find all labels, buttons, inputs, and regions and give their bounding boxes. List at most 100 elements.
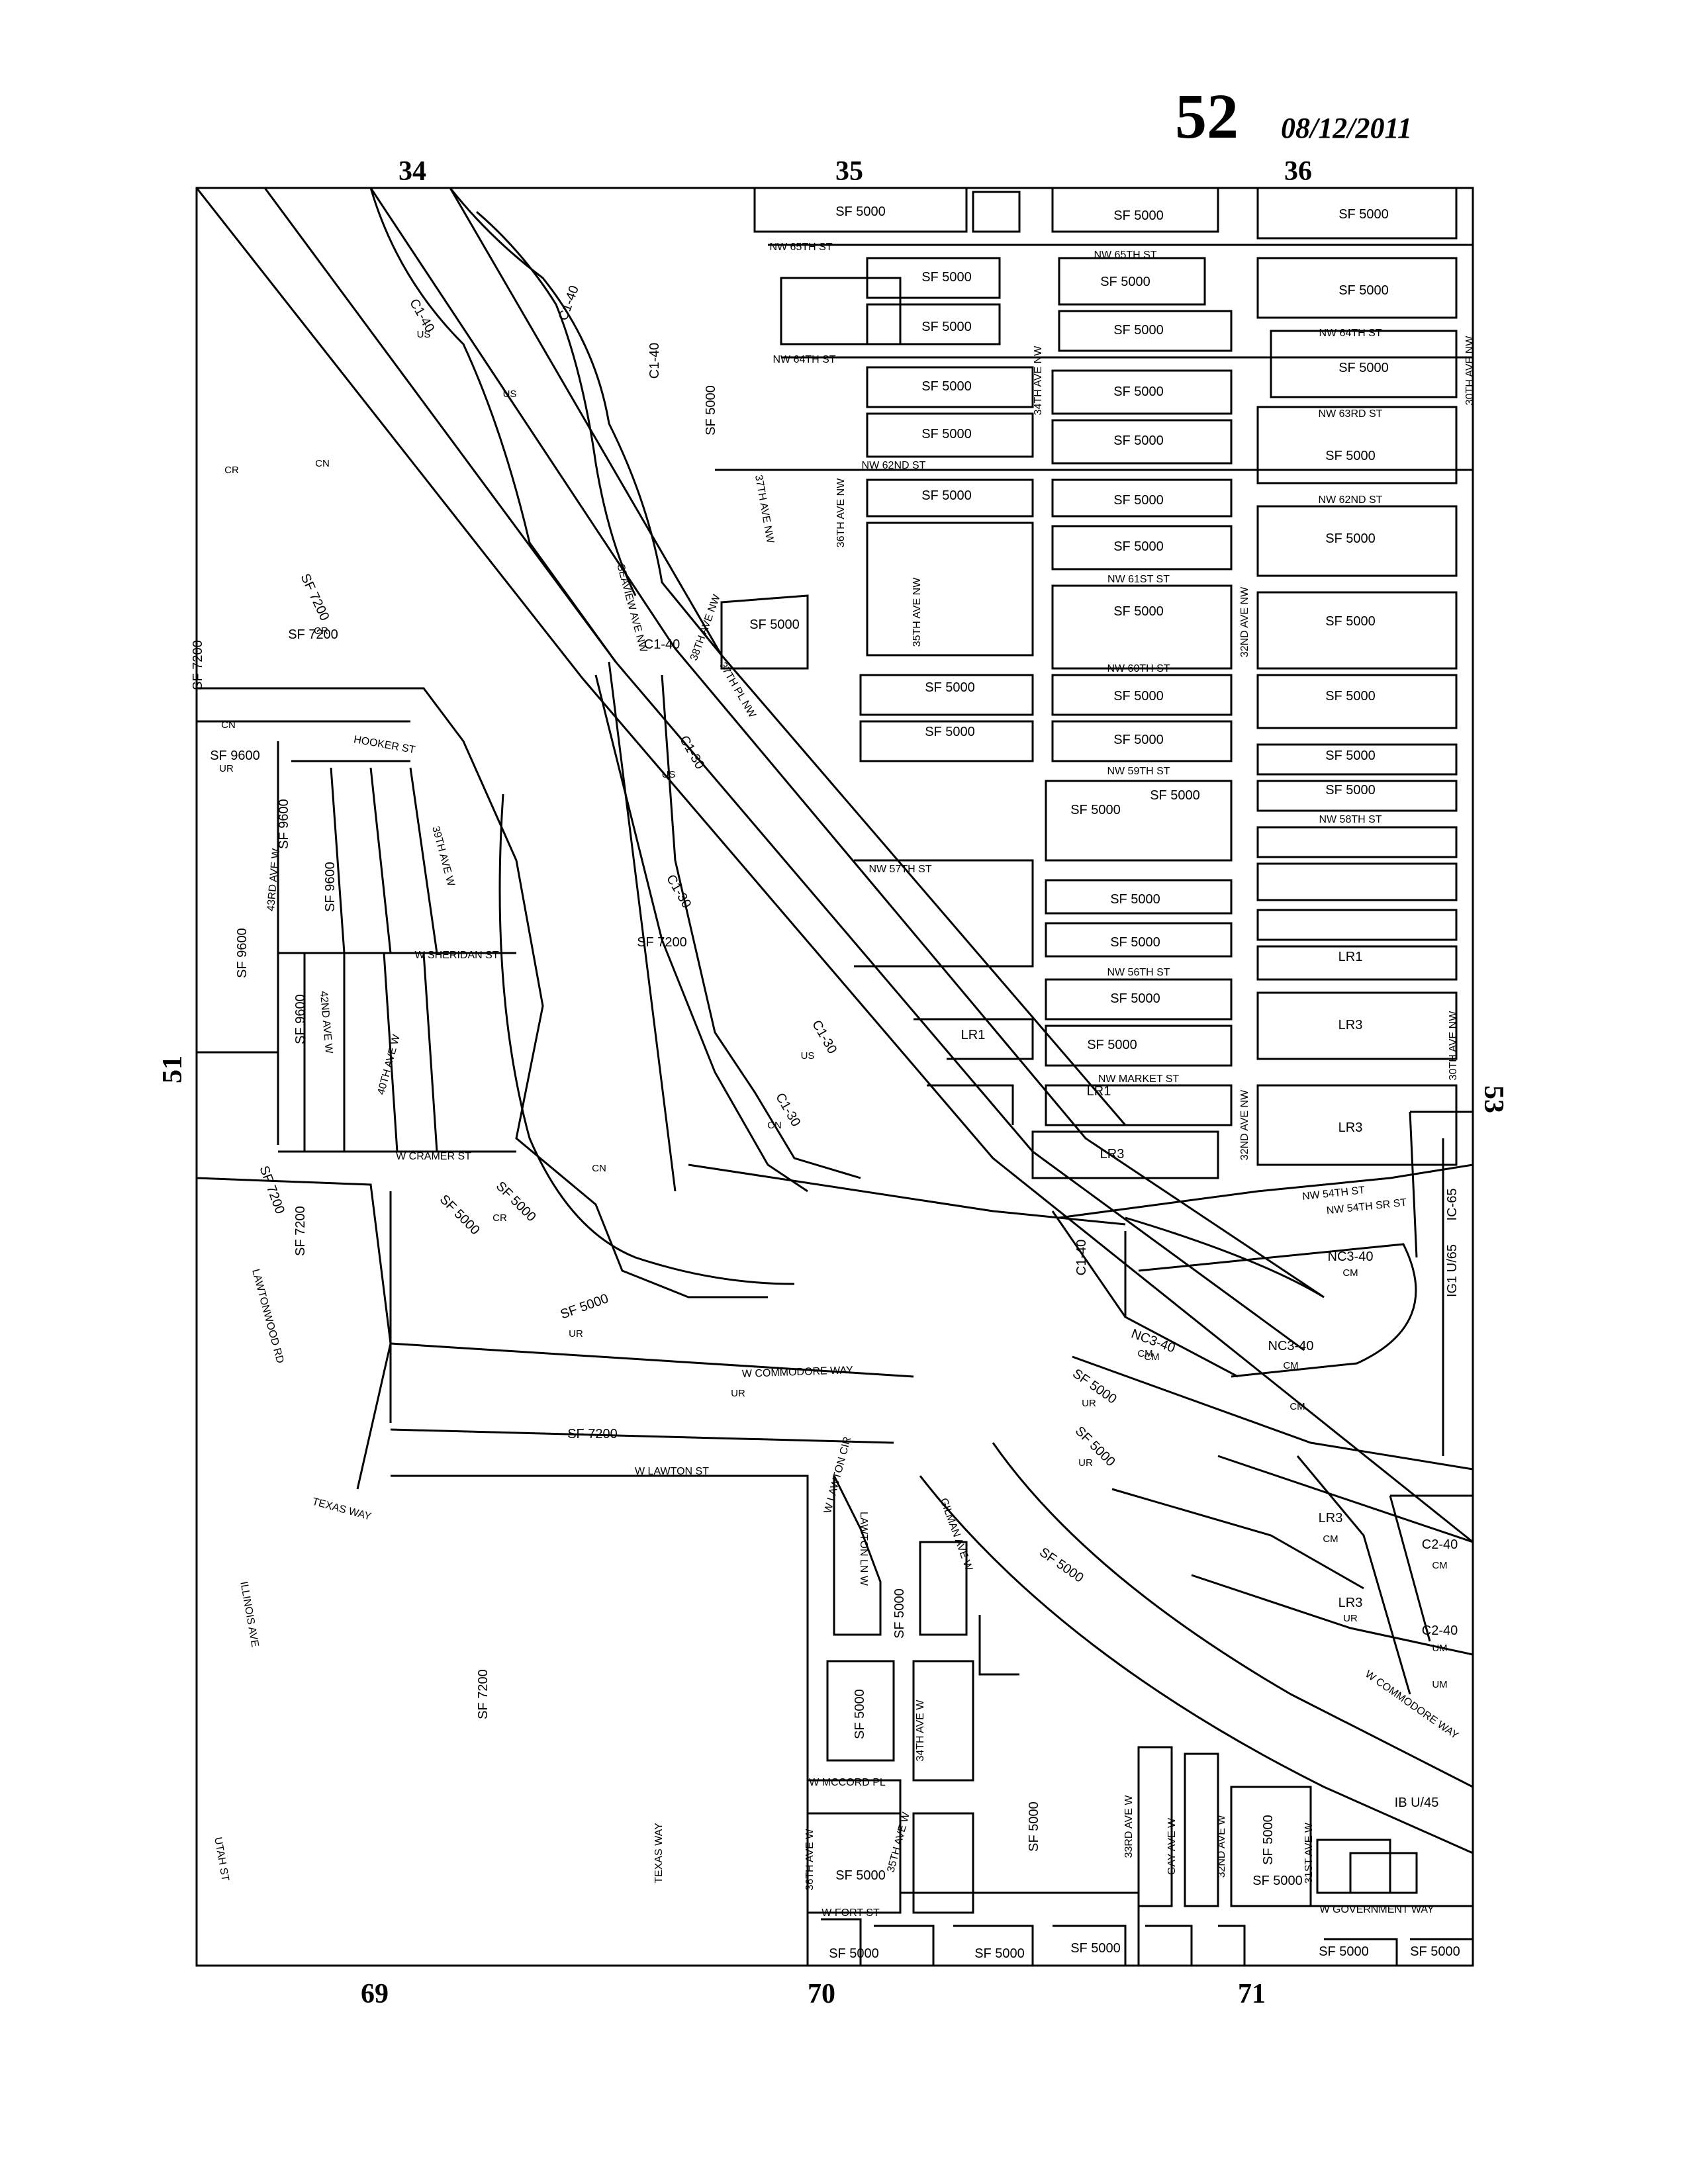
street-label: W MCCORD PL	[809, 1777, 886, 1788]
zone-label: SF 7200	[288, 627, 338, 642]
street-label: 40TH AVE W	[375, 1033, 402, 1096]
zone-sub-label: CN	[767, 1120, 782, 1131]
zone-label: SF 5000	[925, 725, 975, 739]
zone-sub-label: CR	[492, 1212, 507, 1224]
zone-label: SF 5000	[1113, 208, 1164, 223]
zone-label: IG1 U/65	[1445, 1244, 1460, 1297]
street-label: 42ND AVE W	[318, 991, 334, 1055]
street-label: NW MARKET ST	[1098, 1073, 1180, 1085]
zone-label: SF 5000	[921, 379, 972, 394]
zone-label: SF 5000	[921, 270, 972, 285]
zone-sub-label: CR	[224, 465, 239, 476]
zone-label: C1-40	[556, 284, 582, 323]
street-label: NW 54TH SR ST	[1326, 1197, 1407, 1217]
street-label: NW 61ST ST	[1107, 574, 1170, 585]
zone-label: C1-40	[1074, 1240, 1089, 1275]
street-label: GILMAN AVE W	[938, 1496, 975, 1572]
zone-sub-label: UR	[1343, 1613, 1358, 1624]
zone-label: SF 5000	[974, 1946, 1025, 1961]
street-label: SEAVIEW AVE NW	[614, 563, 649, 654]
street-labels: NW 65TH ST NW 65TH ST NW 64TH ST NW 64TH…	[212, 242, 1476, 1919]
street-label: NW 64TH ST	[773, 354, 835, 365]
street-label: 32ND AVE NW	[1239, 586, 1250, 657]
street-label: NW 58TH ST	[1319, 814, 1382, 825]
zone-label: SF 5000	[1113, 385, 1164, 399]
zone-label: LR1	[1087, 1084, 1111, 1099]
zone-label: SF 7200	[297, 572, 332, 623]
street-label: W SHERIDAN ST	[414, 950, 498, 961]
street-label: 32ND AVE NW	[1239, 1089, 1250, 1160]
zone-label: NC3-40	[1328, 1250, 1374, 1264]
street-label: HOOKER ST	[353, 734, 416, 756]
zone-label: SF 5000	[1325, 449, 1376, 463]
zone-label: SF 5000	[1100, 275, 1150, 289]
street-label: NW 60TH ST	[1107, 663, 1170, 674]
zone-label: SF 5000	[1037, 1545, 1086, 1585]
zone-label: SF 5000	[1113, 539, 1164, 554]
zone-sub-label: CM	[1342, 1267, 1358, 1279]
zone-label: LR1	[961, 1028, 986, 1042]
zone-label: NC3-40	[1268, 1339, 1314, 1353]
zone-label: SF 7200	[191, 640, 205, 690]
zone-label: SF 5000	[1325, 531, 1376, 546]
zone-sub-label: CM	[1323, 1533, 1338, 1545]
zone-label: SF 5000	[1325, 614, 1376, 629]
zone-sub-label: CM	[1432, 1560, 1447, 1571]
zone-label: SF 5000	[437, 1192, 483, 1238]
zone-label: SF 9600	[235, 928, 250, 978]
zone-label: SF 5000	[1325, 749, 1376, 763]
zone-label: C2-40	[1422, 1623, 1458, 1638]
street-label: W LAWTON ST	[635, 1466, 709, 1477]
zone-label: SF 5000	[1070, 1941, 1121, 1956]
zone-label: SF 5000	[1113, 493, 1164, 508]
zone-label: SF 5000	[925, 680, 975, 695]
zone-label: C1-40	[647, 343, 662, 379]
zone-label: SF 5000	[829, 1946, 879, 1961]
zone-label: SF 5000	[1150, 788, 1200, 803]
street-label: 34TH AVE W	[915, 1700, 926, 1762]
street-label: UTAH ST	[212, 1837, 230, 1882]
zone-label: SF 5000	[1338, 361, 1389, 375]
street-label: W LAWTON CIR	[822, 1435, 853, 1514]
zone-label: SF 5000	[853, 1689, 867, 1739]
zone-label: SF 5000	[1087, 1038, 1137, 1052]
street-label: 34TH AVE NW	[1033, 345, 1044, 416]
street-label: 33RD AVE W	[1123, 1795, 1135, 1858]
grid-label-bottom-70: 70	[808, 1979, 835, 2009]
zone-label: SF 5000	[835, 205, 886, 219]
zone-label: LR3	[1338, 1120, 1363, 1135]
street-label: 43RD AVE W	[265, 848, 282, 912]
zone-label: LR3	[1338, 1018, 1363, 1032]
street-label: 35TH AVE W	[885, 1811, 912, 1874]
zone-label: LR3	[1100, 1147, 1125, 1161]
zone-sub-label: UR	[219, 763, 234, 774]
street-label: NW 63RD ST	[1319, 408, 1383, 420]
zone-label: LR3	[1338, 1596, 1363, 1610]
zone-sub-label: UM	[1432, 1643, 1447, 1654]
zone-label: SF 5000	[1027, 1801, 1041, 1852]
zone-sub-label: CM	[1283, 1360, 1298, 1371]
street-label: 30TH AVE NW	[1464, 336, 1476, 406]
zone-label: SF 9600	[323, 862, 338, 912]
street-label: TEXAS WAY	[653, 1823, 665, 1884]
zone-label: SF 5000	[704, 385, 718, 435]
zone-sub-label: US	[503, 388, 517, 400]
map-linework	[197, 188, 1473, 1966]
zone-label: SF 9600	[210, 749, 260, 763]
street-label: ILLINOIS AVE	[238, 1580, 260, 1648]
street-label: 32ND AVE W	[1216, 1815, 1227, 1878]
zone-sub-label: CN	[221, 719, 236, 731]
zone-sub-label: US	[417, 329, 431, 340]
zone-sub-labels: US US CN CR CN CR UR US US CN CN CR UR C…	[219, 329, 1448, 1690]
zone-label: SF 5000	[921, 427, 972, 441]
grid-label-bottom-69: 69	[361, 1979, 389, 2009]
zone-label: IB U/45	[1395, 1796, 1439, 1810]
zone-label: SF 5000	[921, 488, 972, 503]
zone-label: IC-65	[1445, 1189, 1460, 1221]
zone-label: SF 5000	[1338, 207, 1389, 222]
zone-label: SF 7200	[256, 1164, 287, 1216]
street-label: W COMMODORE WAY	[742, 1365, 854, 1380]
zone-label: SF 5000	[1113, 689, 1164, 704]
grid-label-bottom-71: 71	[1238, 1979, 1266, 2009]
zone-label: SF 5000	[1338, 283, 1389, 298]
